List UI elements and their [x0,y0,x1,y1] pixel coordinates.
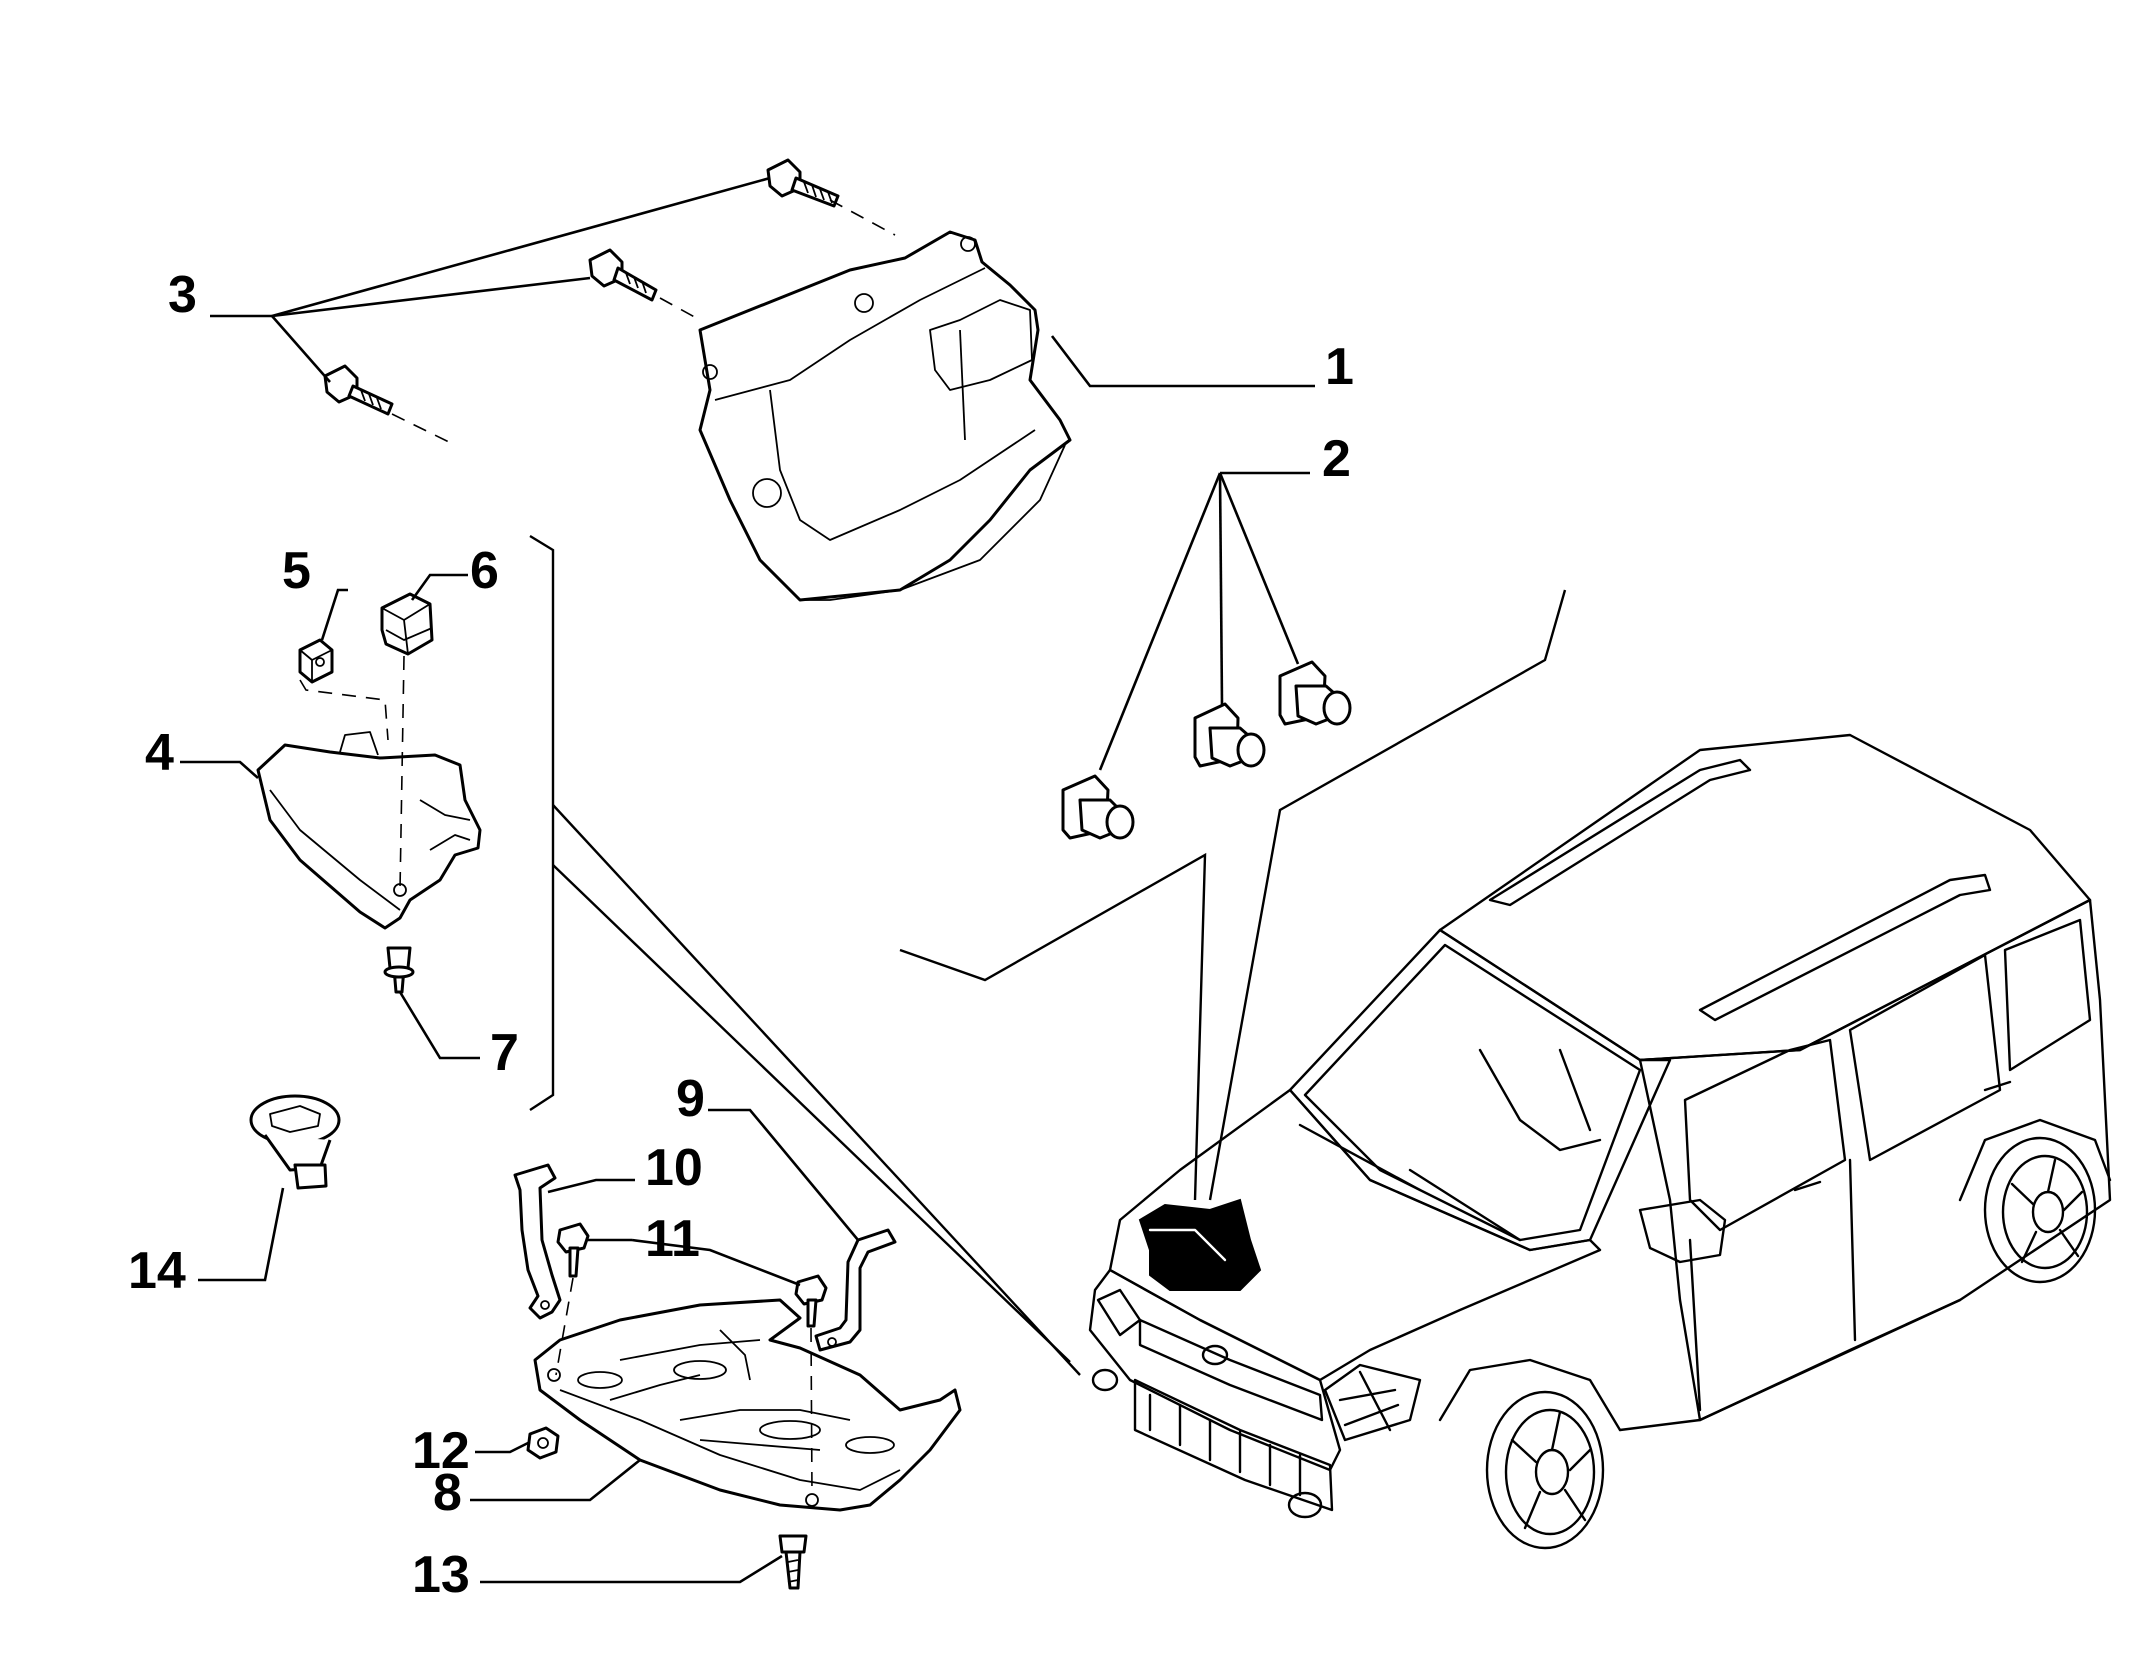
part-8-guard-plate[interactable] [533,1298,962,1512]
callout-14: 14 [128,1242,186,1300]
part-1-heat-shield[interactable] [698,230,1072,602]
vehicle-illustration [1088,733,2112,1550]
part-6-cage-nut[interactable] [380,592,434,656]
callout-3: 3 [168,266,197,324]
callout-5: 5 [282,542,311,600]
part-10-support-bracket[interactable] [513,1163,562,1320]
callout-6: 6 [470,542,499,600]
part-2-rubber-buffer[interactable] [1278,660,1352,726]
callout-8: 8 [433,1464,462,1522]
callout-11: 11 [645,1210,700,1268]
callout-2: 2 [1322,430,1351,488]
part-13-screw[interactable] [778,1534,808,1590]
leader-lines [180,176,1567,1584]
part-11-bolt[interactable] [556,1222,590,1278]
part-3-bolt[interactable] [588,248,658,302]
part-9-support-bracket[interactable] [814,1228,897,1352]
part-3-bolt[interactable] [766,158,840,208]
callout-1: 1 [1325,338,1354,396]
part-11-bolt[interactable] [794,1274,828,1328]
part-2-rubber-buffer[interactable] [1193,702,1266,768]
hood-highlight-part [1138,1198,1262,1291]
part-7-screw[interactable] [383,946,415,994]
callout-10: 10 [645,1139,703,1197]
part-12-nut[interactable] [526,1426,560,1460]
callout-4: 4 [145,724,174,782]
callout-13: 13 [412,1546,470,1604]
part-14-plug[interactable] [249,1094,341,1190]
part-2-rubber-buffer[interactable] [1061,774,1135,840]
callout-12: 12 [412,1422,470,1480]
callout-9: 9 [676,1070,705,1128]
callout-7: 7 [490,1024,519,1082]
part-5-clip-nut[interactable] [298,638,334,684]
part-3-bolt[interactable] [323,364,394,416]
callout-labels: 1 2 3 4 5 6 7 8 9 10 11 12 13 14 [128,266,1354,1604]
part-4-shield-bracket[interactable] [256,731,482,930]
